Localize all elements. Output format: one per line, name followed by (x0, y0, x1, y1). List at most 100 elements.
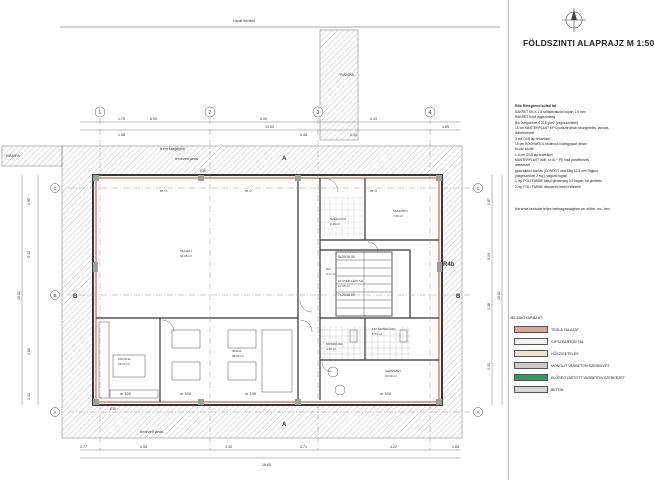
section-mark-b-left: B (73, 294, 78, 300)
room-name: FFI. MOSDÓ-WC (372, 326, 396, 331)
left-dimensions: 1.95 5.42 4.80 1.42 10.82 (17, 198, 31, 400)
bottom-dimensions: 2.77 4.55 3.30 3.71 4.22 1.65 16.60 (80, 445, 459, 467)
legend-swatch (514, 374, 548, 381)
room-name: SZÉLFOGÓ (330, 216, 347, 221)
level-mark-2: m 0 (245, 188, 252, 193)
left-dim: 1.95 (27, 198, 31, 205)
spec-line: MASTERPLAST Isofl. ex Al + PE fólia pára… (515, 158, 590, 163)
legend-swatch (514, 362, 548, 369)
axis-letter-c-right: C (477, 186, 481, 191)
legend-swatch (514, 326, 548, 333)
drawing-title: FÖLDSZINTI ALAPRAJZ M 1:50 (523, 38, 654, 48)
spec-line: dűbelezéssel (515, 131, 535, 136)
washroom-fixtures (327, 329, 408, 396)
bottom-dim-total: 16.60 (262, 463, 271, 467)
legend-label: GIPSZKARTON FAL (551, 339, 585, 344)
spec-line: Bio üvegszövet 0.215 g/m2 (vágószövettel… (515, 120, 579, 125)
left-dim: 5.42 (27, 251, 31, 258)
spec-line: fa váz között (515, 147, 534, 152)
axis-letter-c: C (54, 186, 58, 191)
wall-spec-list: SAKRET SK-K 1,5 szilikátvakolat kapart 1… (515, 110, 637, 190)
walkway-label-bottom: tervezett járda (140, 430, 163, 434)
spec-line: 15 cm MASTERPLAST EPS polisztirolhab hős… (515, 126, 609, 131)
right-dim: 2.87 (487, 198, 491, 205)
legend-label: TÉGLA FALAZAT (551, 327, 579, 332)
entrance-ramp (319, 29, 359, 141)
room-area: 3.17 m² (326, 272, 336, 276)
top-dim: 6.90 (150, 117, 157, 121)
right-dimensions: 2.87 3.19 1.38 2.31 10.62 (487, 198, 501, 370)
ramp-label-left: RÁMPA (6, 153, 20, 158)
room-name: WC (326, 267, 332, 271)
staircase (335, 251, 393, 317)
room-area: 10.15 m² (338, 284, 350, 288)
top-dimensions: 1.75 6.90 5.00 4.43 1.98 5.48 0.40 13.60… (118, 117, 449, 137)
floor-plan-drawing: Utcai kerítés RÁMPA RÁMPA 6 cm szegélykő… (1, 8, 586, 467)
legend-label: HŐSZIGETELÉS (551, 351, 579, 356)
legend-item: HŐSZIGETELÉS (514, 350, 579, 357)
washroom-tiles-2 (366, 327, 410, 359)
legend-swatch (514, 350, 548, 357)
room-area: 28.00 m² (232, 354, 244, 358)
office-furniture (171, 329, 293, 393)
top-dim: 5.00 (260, 117, 267, 121)
right-dim-total: 10.62 (497, 291, 501, 300)
room-area: 5.71 m² (372, 332, 382, 336)
top-dim: 1.98 (118, 133, 125, 137)
spec-line: 1 rtg. POLI-FARBE belső glettanyag 0-5 k… (515, 179, 602, 184)
legend-item: BETON (514, 386, 563, 393)
room-area: 4.33 m² (326, 347, 336, 351)
room-area: 3.10 m² (330, 222, 340, 226)
right-dim: 3.19 (487, 253, 491, 260)
top-dim-total: 13.60 (265, 125, 274, 129)
finish-note: Kerámia burkolat teljes belmagasságban w… (515, 207, 611, 211)
bottom-dim: 3.30 (225, 445, 232, 449)
dimension-lines (21, 121, 503, 459)
bottom-dim: 3.71 (300, 445, 307, 449)
ramp-label-top: RÁMPA (340, 72, 354, 77)
section-mark-b-right: B (456, 294, 461, 300)
left-dim: 4.80 (27, 348, 31, 355)
axis-number-2: 2 (209, 110, 212, 116)
legend-label: ELŐREGYÁRTOTT VASBETON SZERKEZET (551, 375, 625, 380)
bottom-dim: 1.65 (452, 445, 459, 449)
section-mark-a-bottom: A (282, 422, 287, 428)
bottom-dim: 2.77 (80, 445, 87, 449)
top-dim: 1.65 (442, 125, 449, 129)
room-area: 10.43 m² (385, 374, 397, 378)
spec-line: gipszkarton borítás (CONDOT vázr.Ωkg 12.… (515, 168, 598, 173)
legend-item: GIPSZKARTON FAL (514, 338, 584, 345)
entry-tiles (321, 196, 363, 238)
axis-number-4: 4 (429, 110, 432, 116)
walkway-label: tervezett járda (175, 157, 198, 161)
axis-letter-a: A (54, 410, 57, 415)
section-mark-a-top: A (282, 156, 287, 162)
top-dim: 5.48 (300, 133, 307, 137)
interior-walls (96, 178, 439, 402)
door-swings (161, 177, 379, 373)
level-mark-7: m 100 (380, 391, 392, 396)
room-area: 16.32 m² (118, 362, 130, 366)
spec-line: átfedéssel (515, 163, 531, 168)
legend-item: TÉGLA FALAZAT (514, 326, 579, 333)
curb-tag-top: E10 (200, 169, 206, 173)
bottom-dim: 4.55 (140, 445, 147, 449)
grid-axis-lines (68, 118, 470, 450)
axis-number-1: 1 (99, 110, 102, 116)
spec-line: SAKRET SK-K 1,5 szilikátvakolat kapart 1… (515, 110, 586, 114)
legend-swatch (514, 338, 548, 345)
room-name: MŰHELY (180, 248, 192, 253)
room-name: KONYHA (118, 357, 131, 361)
spec-line: SAKRET KAM ágyazóréteg (515, 115, 556, 120)
north-arrow-icon (562, 8, 586, 32)
spec-line: (kiegészítővel 2 rtg.) (vagánti fugás) (515, 174, 568, 179)
top-dim: 0.40 (350, 133, 357, 137)
level-mark-4: m 100 (120, 391, 132, 396)
legend-title: JELMAGYARÁZAT: (510, 316, 543, 320)
kitchen-furniture (98, 321, 159, 399)
level-mark-1: m 0 (160, 188, 167, 193)
bottom-dim: 4.22 (390, 445, 397, 449)
room-name: ELŐTÉR-LÉPCSŐ (338, 278, 364, 283)
title-panel: FÖLDSZINTI ALAPRAJZ M 1:50 R4b Rétegrend… (508, 0, 654, 480)
